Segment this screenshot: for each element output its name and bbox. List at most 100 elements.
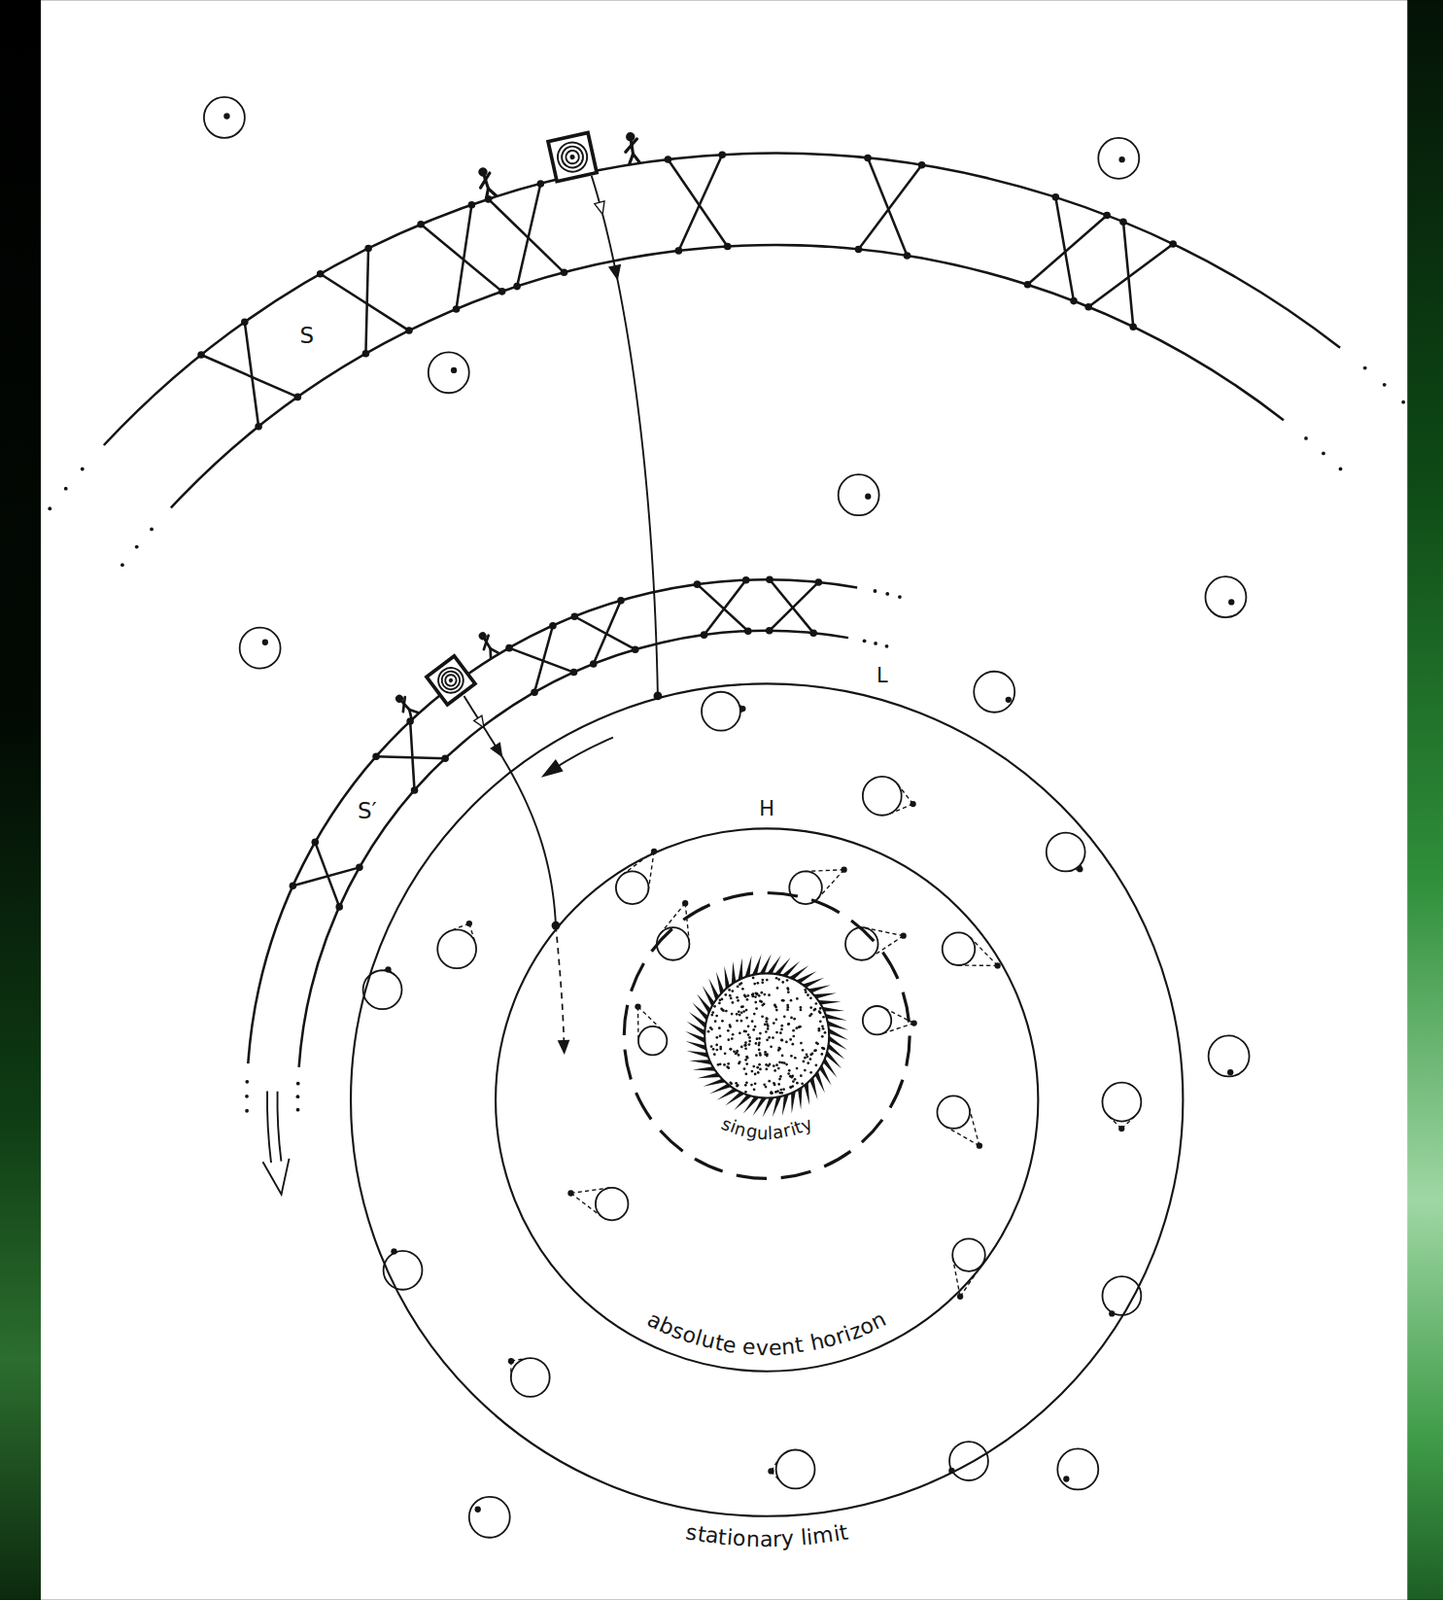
continuation-dot [1304, 436, 1308, 441]
horizon-label: absolute event horizon [640, 1305, 893, 1361]
stipple-dot [755, 1065, 759, 1069]
curved-letter: m [811, 1521, 835, 1549]
stipple-dot [771, 1035, 775, 1039]
stipple-dot [783, 1061, 787, 1065]
light-cone-circle [1208, 1034, 1250, 1076]
stipple-dot [786, 1005, 790, 1009]
light-cone-edge [896, 784, 913, 805]
joint-dot [693, 580, 702, 588]
truss-strut [667, 159, 727, 246]
stipple-dot [754, 1081, 757, 1085]
stipple-dot [744, 1071, 748, 1075]
stipple-dot [760, 980, 764, 984]
stipple-dot [815, 1063, 819, 1066]
stipple-dot [707, 1030, 711, 1033]
truss-strut [867, 157, 907, 256]
joint-dot [311, 838, 320, 847]
singularity-spike [826, 1020, 849, 1031]
emission-point [1063, 1475, 1069, 1481]
singularity-spike [828, 1028, 849, 1040]
inner-dashed-circle [623, 893, 910, 1179]
stipple-dot [728, 1023, 732, 1027]
continuation-dot [80, 467, 85, 472]
stipple-dot [755, 1053, 758, 1057]
joint-dot [863, 154, 872, 163]
stipple-dot [793, 1056, 797, 1060]
stipple-dot [790, 1042, 794, 1046]
truss-strut [516, 183, 541, 287]
light-cone-edge [960, 1264, 983, 1297]
light-cone [363, 965, 403, 1009]
light-cone-circle [204, 97, 245, 138]
stipple-dot [772, 1064, 776, 1067]
stipple-dot [757, 1043, 761, 1047]
stipple-dot [799, 1008, 803, 1012]
light-cone [862, 1005, 918, 1034]
light-cone-circle [616, 870, 650, 904]
shell-label: S [300, 322, 315, 348]
truss-strut [320, 274, 410, 331]
light-cone [383, 1247, 423, 1289]
joint-dot [197, 350, 206, 359]
stipple-dot [778, 1077, 782, 1081]
emission-point [682, 899, 688, 906]
light-cone [634, 1002, 667, 1055]
continuation-dot [1339, 467, 1343, 472]
emission-point [864, 493, 871, 500]
truss-strut [410, 721, 414, 791]
stipple-dot [798, 1025, 802, 1029]
stipple-dot [789, 1037, 792, 1041]
emission-point [739, 705, 746, 712]
light-cone-circle [1204, 576, 1246, 618]
stipple-dot [728, 994, 732, 997]
joint-dot [537, 179, 546, 188]
stipple-dot [758, 1051, 762, 1055]
emission-point [957, 1293, 963, 1300]
arrow-head [541, 758, 564, 778]
stipple-dot [721, 1019, 724, 1023]
stipple-dot [741, 1004, 745, 1008]
stipple-dot [791, 1079, 795, 1083]
stipple-dot [820, 1052, 824, 1056]
light-cone [508, 1357, 550, 1397]
continuation-dot [135, 545, 139, 550]
curved-letter: e [721, 1331, 738, 1358]
joint-dot [765, 576, 774, 585]
joint-dot [530, 687, 539, 696]
stipple-dot [758, 1067, 762, 1071]
stipple-dot [790, 1016, 793, 1020]
figure-limb [630, 138, 638, 145]
stipple-dot [722, 1063, 726, 1066]
light-cone-edge [622, 851, 654, 875]
truss-strut [244, 321, 259, 426]
continuation-dot [885, 591, 890, 596]
space-strip [1406, 0, 1443, 1600]
light-cone [240, 627, 281, 669]
light-cone [567, 1187, 628, 1221]
truss-strut [314, 841, 340, 907]
stipple-dot [774, 1090, 778, 1094]
stipple-dot [799, 1041, 803, 1045]
joint-dot [570, 668, 579, 677]
stipple-dot [775, 1017, 779, 1021]
stipple-dot [731, 1000, 735, 1004]
light-cone [1101, 1275, 1141, 1316]
truss-strut [696, 584, 748, 631]
stipple-dot [746, 994, 750, 997]
spiral-ring [443, 672, 459, 688]
joint-dot [1024, 280, 1032, 289]
stipple-dot [780, 1028, 784, 1031]
curved-letter: t [793, 1332, 806, 1358]
continuation-dot [296, 1107, 301, 1112]
joint-dot [335, 902, 344, 911]
stipple-dot [744, 1058, 748, 1062]
light-cone-circle [789, 870, 823, 904]
joint-dot [1084, 303, 1093, 311]
stipple-dot [747, 1032, 751, 1036]
light-cone-edge [685, 902, 689, 942]
light-cone [1101, 1082, 1141, 1132]
stipple-dot [745, 1062, 749, 1066]
stipple-dot [719, 997, 722, 1001]
curved-letter: e [768, 1334, 783, 1360]
